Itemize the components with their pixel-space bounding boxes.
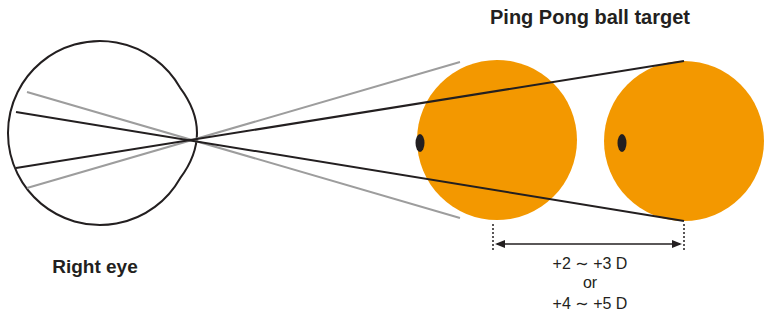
arrowhead — [495, 240, 505, 248]
dimension-note: or — [583, 274, 597, 292]
dimension-line — [497, 243, 680, 245]
dimension-value: +4 ∼ +5 D — [553, 294, 628, 313]
black-ray — [16, 112, 684, 221]
dimension-extension — [492, 224, 494, 252]
dimension-value: +2 ∼ +3 D — [553, 254, 628, 273]
ball-dot — [618, 134, 627, 152]
eye-label: Right eye — [52, 256, 138, 278]
black-ray — [16, 61, 684, 168]
near-ball — [417, 60, 577, 220]
far-ball — [604, 61, 764, 221]
diagram-title: Ping Pong ball target — [490, 6, 690, 29]
dimension-extension — [683, 224, 685, 252]
ball-dot — [416, 134, 425, 152]
arrowhead — [672, 240, 682, 248]
